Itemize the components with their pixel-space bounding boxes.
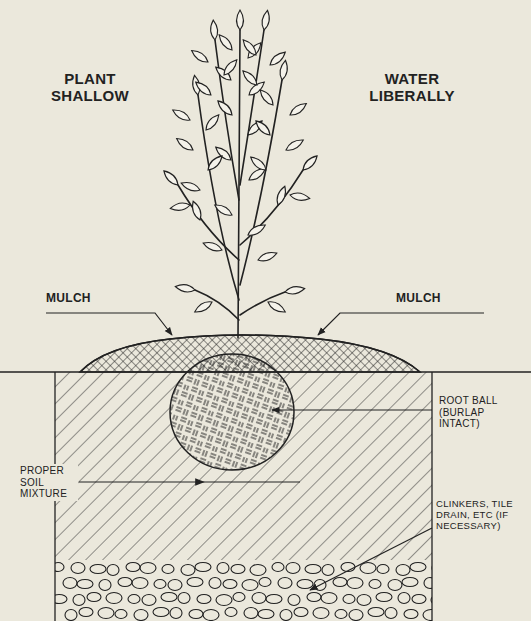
gravel-bed (55, 560, 432, 621)
gravel-stones (55, 563, 432, 621)
annotation-label: PLANT SHALLOW (40, 70, 140, 105)
annotation-label: ROOT BALL (BURLAP INTACT) (437, 394, 503, 431)
leader-lines (46, 313, 484, 590)
annotation-label: MULCH (396, 292, 476, 306)
mulch-mound (80, 335, 420, 372)
ground-line (0, 371, 531, 373)
annotation-label: MULCH (46, 292, 126, 306)
plant-stems (178, 30, 303, 338)
annotation-label: WATER LIBERALLY (352, 70, 472, 105)
pit-wall (431, 372, 432, 621)
annotation-label: PROPER SOIL MIXTURE (18, 464, 78, 501)
annotation-label: CLINKERS, TILE DRAIN, ETC (IF NECESSARY) (434, 498, 528, 533)
plant-leaves (161, 10, 319, 315)
